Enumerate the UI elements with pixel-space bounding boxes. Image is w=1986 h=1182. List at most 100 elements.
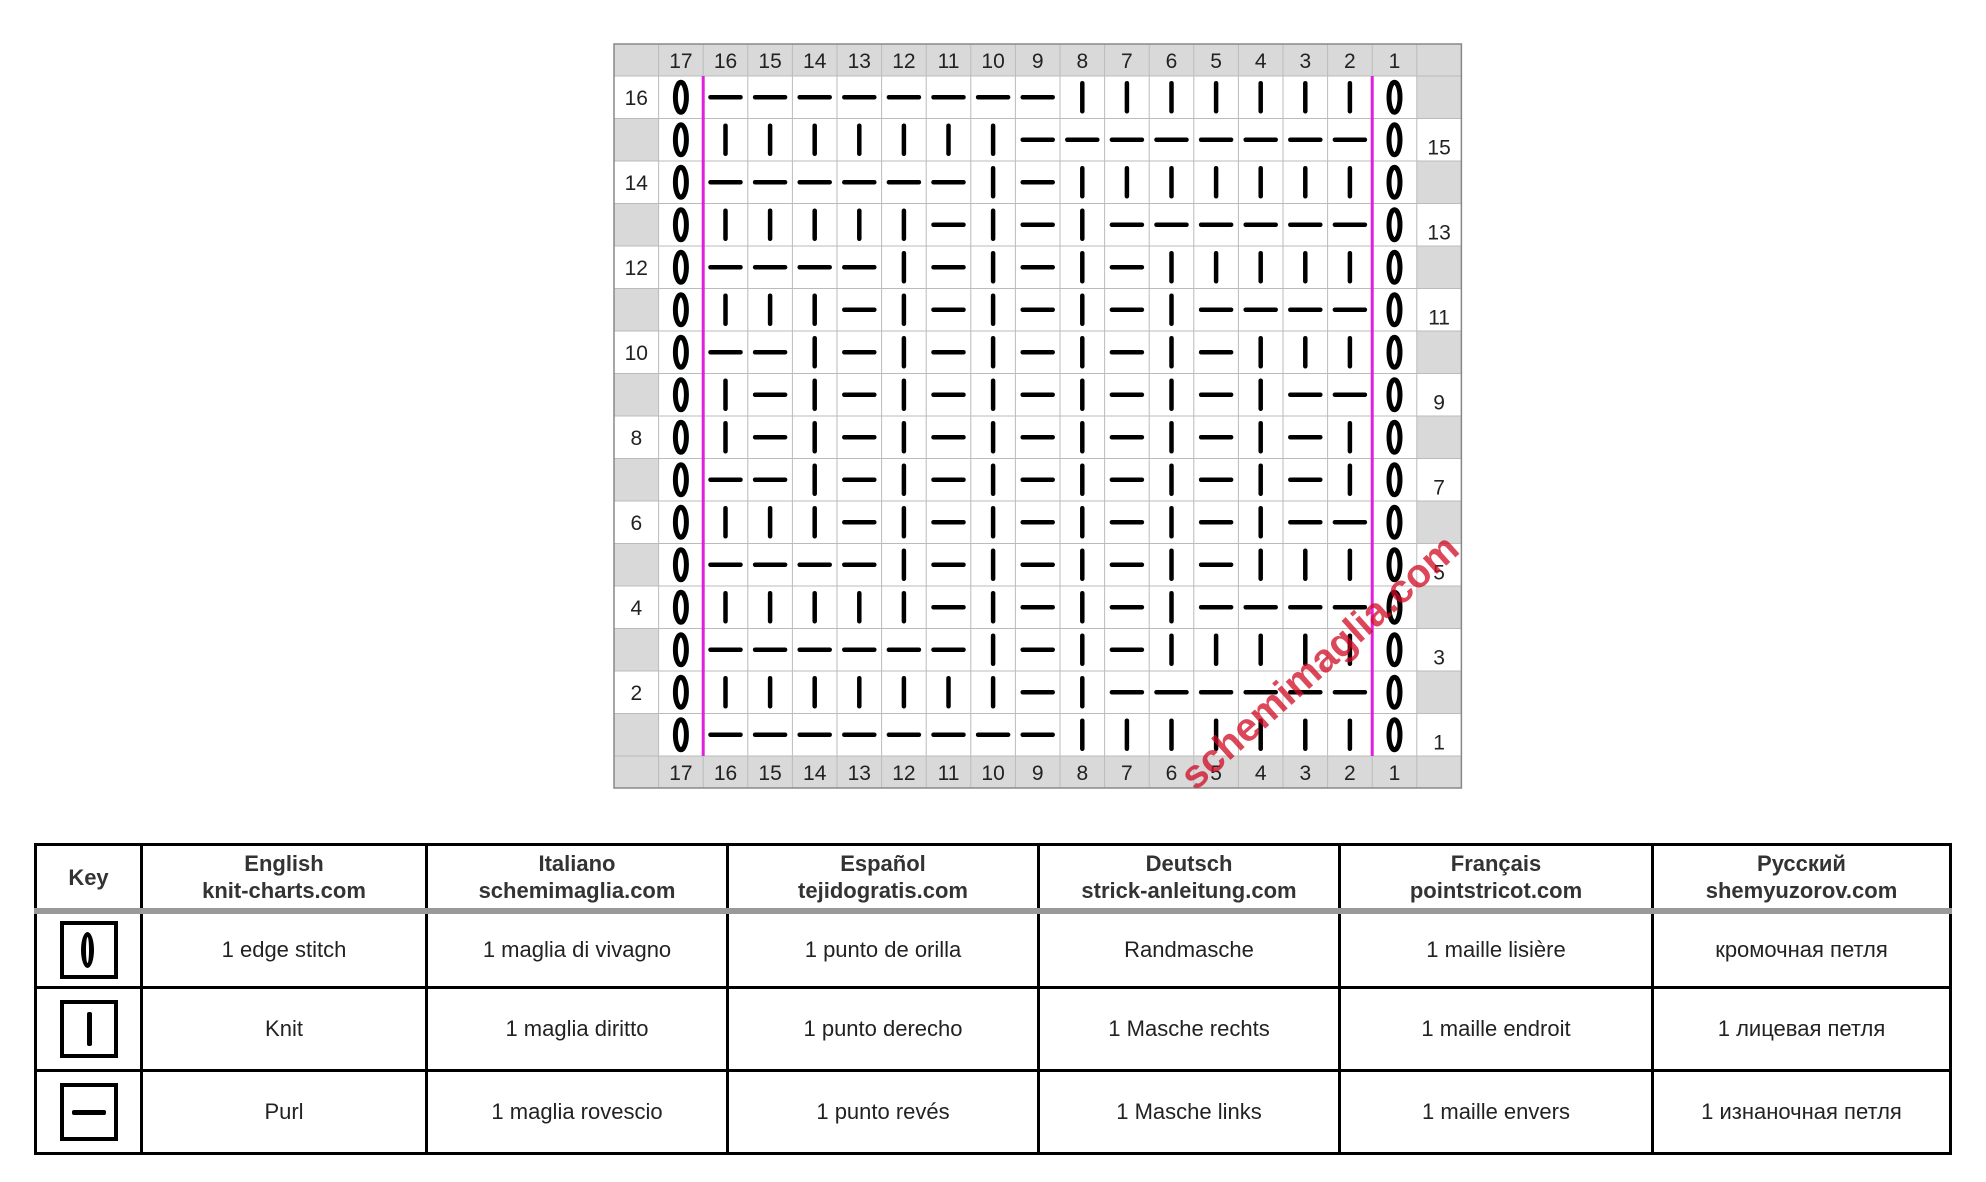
- col-label-top: 15: [758, 50, 781, 73]
- col-label-top: 8: [1076, 50, 1088, 73]
- col-label-bottom: 5: [1210, 762, 1222, 785]
- edge-stitch-symbol: [672, 377, 689, 413]
- key-cell: 1 лицевая петля: [1651, 986, 1952, 1072]
- edge-stitch-symbol: [1386, 717, 1403, 753]
- right-label-cell: [1416, 288, 1462, 331]
- key-cell: Purl: [140, 1069, 428, 1155]
- col-label-bottom: 6: [1166, 762, 1178, 785]
- right-label-cell: [1416, 416, 1462, 459]
- header-site: knit-charts.com: [202, 878, 366, 903]
- stitch-grid: 1717161615151414131312121111101099887766…: [613, 43, 1463, 789]
- edge-stitch-symbol: [672, 207, 689, 243]
- right-label-cell: [1416, 161, 1462, 204]
- col-label-bottom: 15: [758, 762, 781, 785]
- left-label-cell: [614, 713, 659, 756]
- col-label-top: 12: [892, 50, 915, 73]
- row-label-left: 14: [625, 172, 649, 195]
- col-label-top: 9: [1032, 50, 1044, 73]
- row-label-right: 15: [1427, 137, 1450, 160]
- right-label-cell: [1416, 203, 1462, 246]
- header-lang: Русский: [1757, 851, 1846, 876]
- col-label-top: 17: [669, 50, 692, 73]
- key-cell: 1 maille endroit: [1338, 986, 1654, 1072]
- edge-stitch-symbol: [1386, 462, 1403, 498]
- row-label-right: 7: [1433, 477, 1445, 500]
- edge-stitch-symbol: [672, 717, 689, 753]
- header-key-label: Key: [68, 864, 109, 890]
- col-label-top: 4: [1255, 50, 1267, 73]
- left-label-cell: [614, 586, 659, 629]
- col-label-bottom: 3: [1299, 762, 1311, 785]
- col-label-bottom: 16: [714, 762, 737, 785]
- right-label-cell: [1416, 713, 1462, 756]
- edge-stitch-symbol: [1386, 122, 1403, 158]
- header-lang: Italiano: [538, 851, 616, 876]
- row-label-left: 16: [625, 87, 648, 110]
- col-label-bottom: 4: [1255, 762, 1267, 785]
- col-label-bottom: 11: [938, 762, 960, 785]
- col-label-bottom: 14: [803, 762, 827, 785]
- header-site: pointstricot.com: [1409, 878, 1583, 903]
- key-cell: Randmasche: [1037, 909, 1341, 989]
- row-label-right: 3: [1433, 647, 1445, 670]
- left-label-cell: [614, 628, 659, 671]
- edge-stitch-symbol: [672, 79, 689, 115]
- header-lang: Deutsch: [1145, 851, 1233, 876]
- col-label-bottom: 8: [1076, 762, 1088, 785]
- edge-stitch-symbol: [672, 674, 689, 710]
- chart-border: [613, 43, 1463, 789]
- key-cell: 1 maglia diritto: [425, 986, 729, 1072]
- edge-stitch-symbol: [1386, 674, 1403, 710]
- edge-stitch-symbol: [1386, 504, 1403, 540]
- right-label-cell: [1416, 501, 1462, 544]
- left-label-cell: [614, 458, 659, 501]
- col-label-bottom: 7: [1121, 762, 1133, 785]
- col-label-bottom: 13: [848, 762, 871, 785]
- edge-stitch-symbol: [1386, 207, 1403, 243]
- key-cell: 1 maglia di vivagno: [425, 909, 729, 989]
- left-label-cell: [614, 543, 659, 586]
- left-label-cell: [614, 161, 659, 204]
- col-label-bottom: 12: [892, 762, 915, 785]
- col-label-bottom: 10: [981, 762, 1004, 785]
- key-cell: 1 Masche links: [1037, 1069, 1341, 1155]
- col-label-top: 16: [714, 50, 737, 73]
- row-label-left: 12: [625, 257, 648, 280]
- edge-stitch-symbol: [672, 292, 689, 328]
- header-site: shemyuzorov.com: [1705, 878, 1898, 903]
- left-label-cell: [614, 501, 659, 544]
- key-cell: 1 изнаночная петля: [1651, 1069, 1952, 1155]
- header-site: schemimaglia.com: [478, 878, 676, 903]
- row-label-left: 2: [630, 682, 642, 705]
- edge-stitch-symbol: [1386, 249, 1403, 285]
- key-row-purl: Purl 1 maglia rovescio 1 punto revés 1 M…: [34, 1069, 1952, 1155]
- left-label-cell: [614, 246, 659, 289]
- row-label-right: 13: [1427, 222, 1450, 245]
- left-label-cell: [614, 373, 659, 416]
- edge-stitch-symbol: [1386, 79, 1403, 115]
- edge-stitch-symbol: [672, 504, 689, 540]
- left-label-cell: [614, 118, 659, 161]
- col-label-bottom: 2: [1344, 762, 1356, 785]
- corner-cell: [614, 44, 659, 76]
- bottom-header-bar: [614, 756, 1462, 788]
- col-label-top: 2: [1344, 50, 1356, 73]
- row-label-left: 6: [630, 512, 642, 535]
- col-label-top: 7: [1121, 50, 1133, 73]
- key-cell: 1 punto revés: [726, 1069, 1040, 1155]
- row-label-right: 9: [1433, 392, 1445, 415]
- knit-icon: [59, 1000, 118, 1058]
- edge-stitch-symbol: [1386, 419, 1403, 455]
- edge-stitch-symbol: [1386, 589, 1403, 625]
- edge-stitch-icon: [59, 921, 118, 979]
- header-site: strick-anleitung.com: [1081, 878, 1297, 903]
- right-label-cell: [1416, 586, 1462, 629]
- key-row-edge-stitch: 1 edge stitch 1 maglia di vivagno 1 punt…: [34, 909, 1952, 989]
- key-cell: 1 punto de orilla: [726, 909, 1040, 989]
- right-label-cell: [1416, 628, 1462, 671]
